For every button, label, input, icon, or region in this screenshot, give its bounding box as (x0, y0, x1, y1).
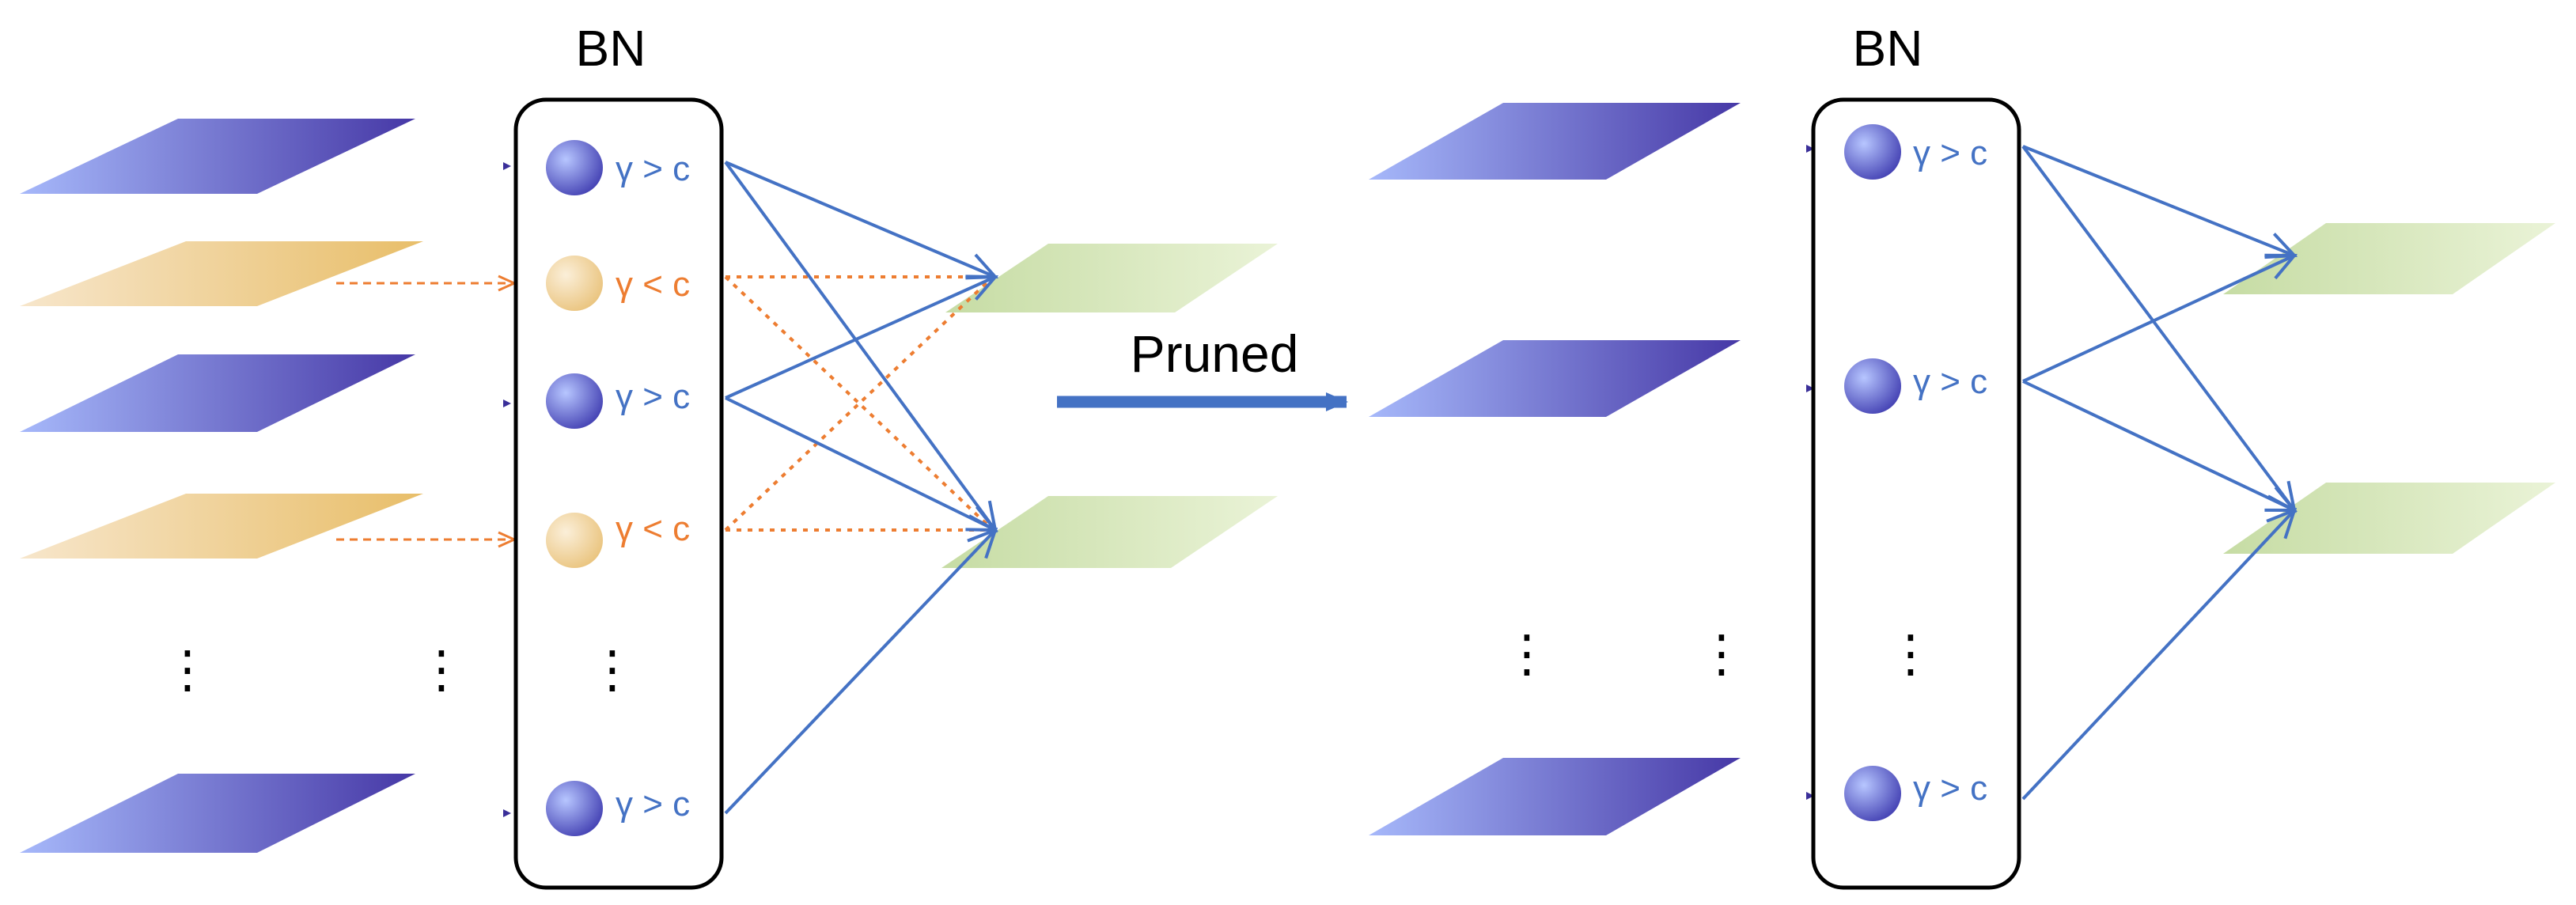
pruned-ellipsis-arrows: ⋮ (1696, 625, 1747, 682)
scale-factor-ball-3 (546, 373, 603, 429)
output-plane-2 (941, 496, 1278, 568)
gamma-label-3: γ > c (616, 377, 690, 416)
pruned-scale-factor-ball-1 (1844, 124, 1901, 180)
pruned-connection-3b (2021, 510, 2294, 801)
scale-factor-ball-1 (546, 140, 603, 195)
input-plane-6 (20, 774, 415, 853)
input-plane-4-pruned (20, 494, 423, 559)
ellipsis-bn: ⋮ (587, 641, 638, 698)
pruned-gamma-label-1: γ > c (1913, 134, 1987, 172)
pruned-output-plane-2 (2223, 483, 2555, 554)
scale-factor-ball-2-pruned (546, 256, 603, 311)
connection-3a (725, 277, 995, 399)
pruned-output-plane-1 (2223, 223, 2555, 294)
pruned-ellipsis-inputs: ⋮ (1502, 625, 1552, 682)
bn-box-right (1811, 97, 2021, 890)
pruned-transition: Pruned (1057, 324, 1348, 411)
gamma-label-1: γ > c (616, 150, 690, 188)
gamma-label-4: γ < c (616, 509, 690, 548)
pruned-connection-2a-kept (2022, 256, 2294, 383)
scale-factor-ball-4-pruned (546, 513, 603, 568)
input-plane-1 (20, 119, 415, 194)
gamma-label-6: γ > c (616, 785, 690, 824)
output-plane-1 (945, 244, 1278, 312)
connection-1b (724, 161, 995, 530)
pruned-connection-1b (2021, 145, 2294, 510)
pruned-ellipsis-bn: ⋮ (1885, 625, 1936, 682)
ellipsis-inputs: ⋮ (162, 641, 213, 698)
bn-label-right: BN (1853, 20, 1923, 77)
gamma-label-2: γ < c (616, 265, 690, 304)
input-plane-2-pruned (20, 241, 423, 306)
bn-box-left (513, 97, 724, 890)
pruned-input-plane-1 (1369, 103, 1741, 180)
ellipsis-arrows: ⋮ (416, 641, 467, 698)
pruned-input-plane-3 (1369, 758, 1741, 835)
pruned-connection-2b-kept (2022, 380, 2294, 510)
right-network: BN γ > c γ > c γ > c ⋮ ⋮ ⋮ (1369, 20, 2555, 890)
pruned-label: Pruned (1131, 324, 1299, 383)
connection-1a (725, 161, 995, 277)
pruned-gamma-label-2: γ > c (1913, 362, 1987, 401)
scale-factor-ball-6 (546, 781, 603, 836)
input-plane-3 (20, 354, 415, 432)
left-network: BN γ > c γ < c γ > c γ < c γ > c ⋮ ⋮ ⋮ (20, 20, 1278, 890)
pruned-connection-1a (2022, 145, 2294, 256)
pruned-scale-factor-ball-2 (1844, 358, 1901, 414)
pruned-gamma-label-3: γ > c (1913, 769, 1987, 808)
pruned-input-plane-2 (1369, 340, 1741, 417)
pruned-scale-factor-ball-3 (1844, 766, 1901, 821)
bn-label-left: BN (576, 20, 646, 77)
connection-3b (725, 396, 995, 530)
connection-6b (724, 530, 995, 815)
